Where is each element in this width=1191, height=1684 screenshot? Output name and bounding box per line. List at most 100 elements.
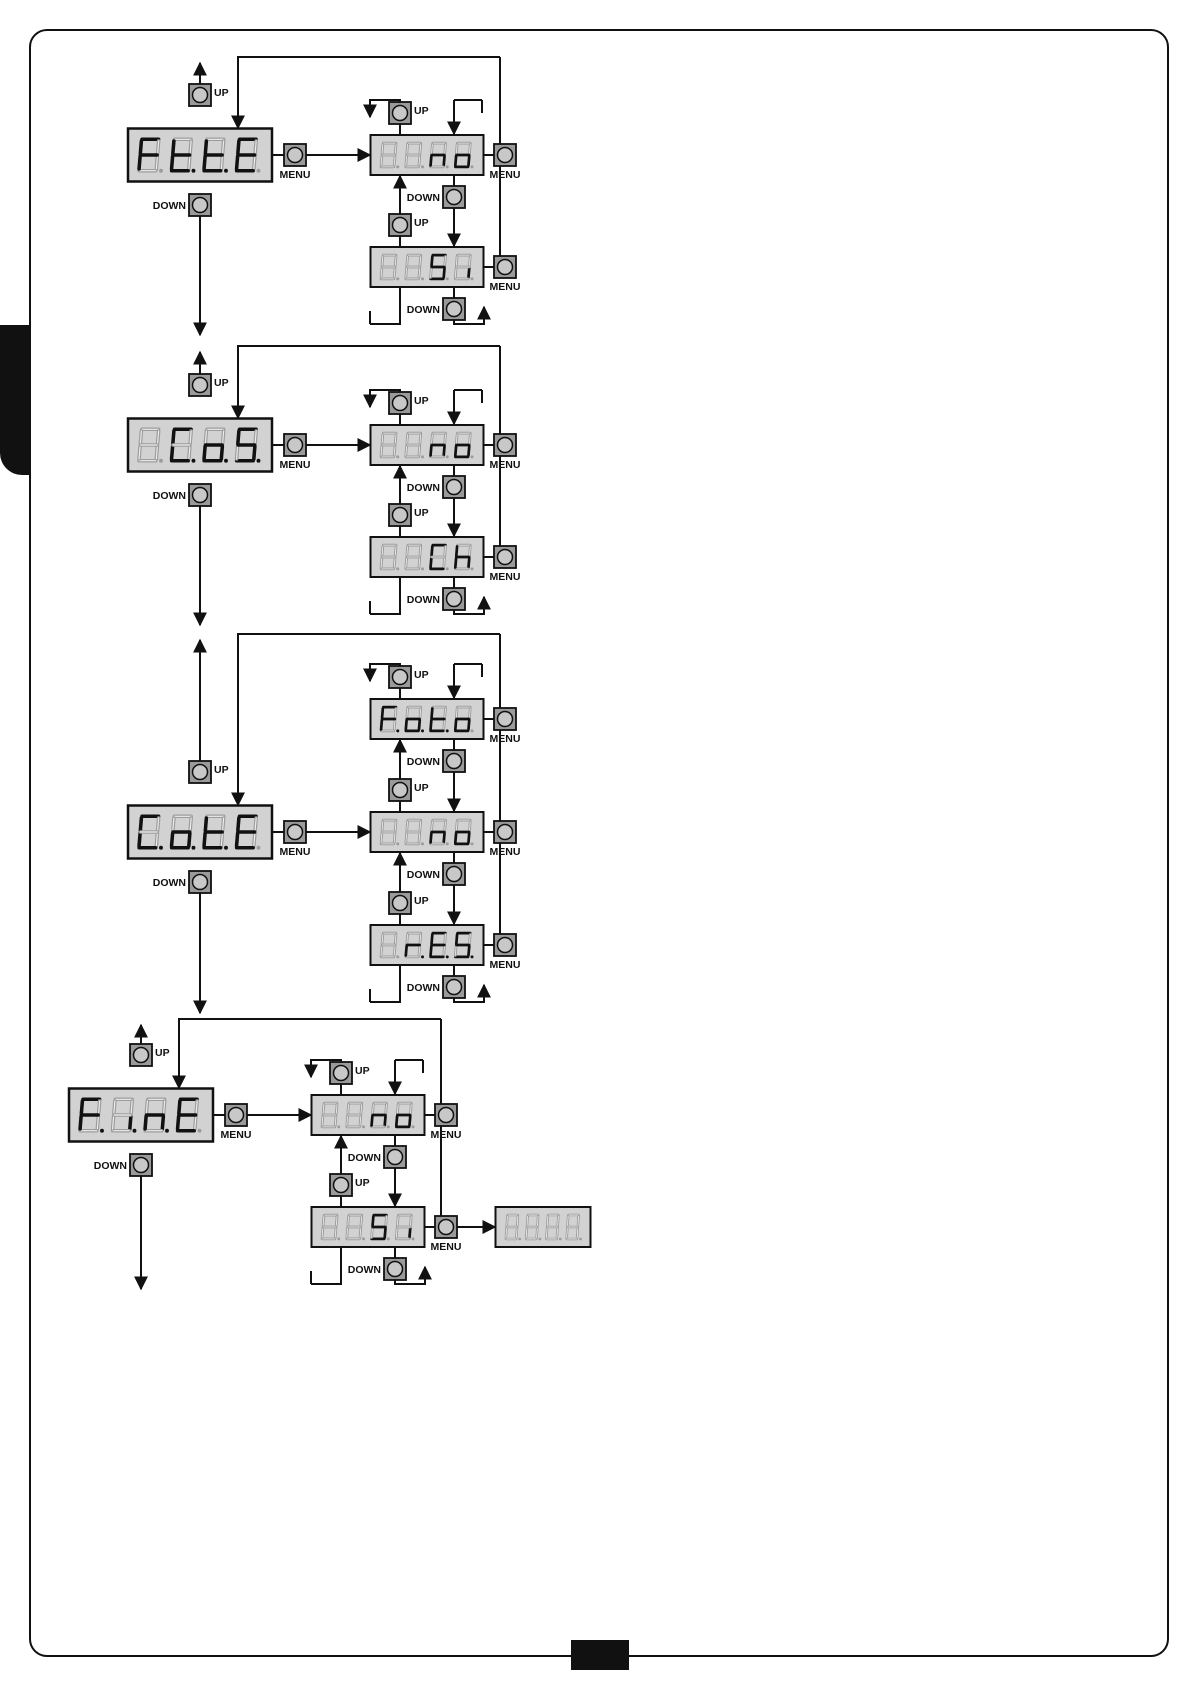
- button-face[interactable]: [193, 488, 208, 503]
- sec2-option-menu-button-2[interactable]: MENU: [490, 934, 521, 971]
- button-face[interactable]: [498, 825, 513, 840]
- lit-segment: [432, 546, 433, 555]
- sec0-option-menu-button-1[interactable]: MENU: [490, 256, 521, 293]
- button-face[interactable]: [447, 190, 462, 205]
- sec2-option-menu-button-1[interactable]: MENU: [490, 821, 521, 858]
- lit-segment: [221, 446, 222, 459]
- button-face[interactable]: [447, 980, 462, 995]
- sec0-option-menu-button-0[interactable]: MENU: [490, 144, 521, 181]
- sec3-option-menu-button-1[interactable]: MENU: [431, 1216, 462, 1253]
- sec3-option-menu-button-1-label: MENU: [431, 1241, 462, 1253]
- button-face[interactable]: [393, 896, 408, 911]
- button-face[interactable]: [393, 508, 408, 523]
- sec1-main-up-button[interactable]: UP: [189, 374, 229, 396]
- button-face[interactable]: [393, 396, 408, 411]
- button-face[interactable]: [393, 783, 408, 798]
- sec3-main-up-button[interactable]: UP: [130, 1044, 170, 1066]
- button-face[interactable]: [334, 1066, 349, 1081]
- button-face[interactable]: [498, 712, 513, 727]
- button-face[interactable]: [288, 825, 303, 840]
- button-face[interactable]: [498, 260, 513, 275]
- sec2-option-down-button-1-label: DOWN: [407, 869, 440, 881]
- sec3-option-up-button-0[interactable]: UP: [330, 1174, 370, 1196]
- button-face[interactable]: [439, 1108, 454, 1123]
- button-face[interactable]: [447, 754, 462, 769]
- sec1-main-menu-button[interactable]: MENU: [280, 434, 311, 471]
- button-face[interactable]: [439, 1220, 454, 1235]
- button-face[interactable]: [334, 1178, 349, 1193]
- sec2-option-up-button-0[interactable]: UP: [389, 779, 429, 801]
- lit-segment: [172, 446, 173, 459]
- button-face[interactable]: [393, 106, 408, 121]
- sec0-main-up-button[interactable]: UP: [189, 84, 229, 106]
- button-face[interactable]: [388, 1262, 403, 1277]
- button-face[interactable]: [288, 438, 303, 453]
- decimal-point: [471, 842, 474, 845]
- sec3-main-menu-button[interactable]: MENU: [221, 1104, 252, 1141]
- lit-segment: [238, 141, 239, 154]
- sec2-main-down-button[interactable]: DOWN: [153, 871, 211, 893]
- button-face[interactable]: [193, 88, 208, 103]
- sec0-main-menu-button[interactable]: MENU: [280, 144, 311, 181]
- sec3-option-down-button-0[interactable]: DOWN: [348, 1146, 406, 1168]
- decimal-point: [192, 459, 196, 463]
- lit-segment: [432, 256, 433, 265]
- button-face[interactable]: [134, 1158, 149, 1173]
- sec2-option-menu-button-0[interactable]: MENU: [490, 708, 521, 745]
- sec3-option-bottom-down-button[interactable]: DOWN: [348, 1258, 406, 1280]
- lit-segment: [431, 946, 432, 955]
- decimal-point: [471, 955, 474, 958]
- sec0-option-bottom-down-button[interactable]: DOWN: [407, 298, 465, 320]
- button-face[interactable]: [447, 867, 462, 882]
- sec1-option-menu-button-0[interactable]: MENU: [490, 434, 521, 471]
- sec2-main-up-button[interactable]: UP: [189, 761, 229, 783]
- button-face[interactable]: [393, 670, 408, 685]
- sec1-option-menu-button-1[interactable]: MENU: [490, 546, 521, 583]
- button-face[interactable]: [498, 938, 513, 953]
- sec0-option-up-button-0[interactable]: UP: [389, 214, 429, 236]
- lit-segment: [455, 558, 456, 567]
- sec1-option-top-up-button[interactable]: UP: [389, 392, 429, 414]
- sec2-option-bottom-down-button[interactable]: DOWN: [407, 976, 465, 998]
- button-face[interactable]: [229, 1108, 244, 1123]
- button-face[interactable]: [388, 1150, 403, 1165]
- sec2-option-down-button-0[interactable]: DOWN: [407, 750, 465, 772]
- sec2-main-menu-button[interactable]: MENU: [280, 821, 311, 858]
- sec1-option-bottom-down-button[interactable]: DOWN: [407, 588, 465, 610]
- button-face[interactable]: [134, 1048, 149, 1063]
- lit-segment: [444, 156, 445, 165]
- sec1-option-up-button-0[interactable]: UP: [389, 504, 429, 526]
- decimal-point: [224, 459, 228, 463]
- decimal-point: [396, 729, 399, 732]
- button-face[interactable]: [288, 148, 303, 163]
- button-face[interactable]: [498, 550, 513, 565]
- button-face[interactable]: [193, 378, 208, 393]
- sec2-option-up-button-1[interactable]: UP: [389, 892, 429, 914]
- button-face[interactable]: [193, 765, 208, 780]
- sec0-main-down-button[interactable]: DOWN: [153, 194, 211, 216]
- sec1-main-down-button[interactable]: DOWN: [153, 484, 211, 506]
- sec2-option-down-button-1[interactable]: DOWN: [407, 863, 465, 885]
- sec1-option-down-button-0[interactable]: DOWN: [407, 476, 465, 498]
- sec3-option-menu-button-0[interactable]: MENU: [431, 1104, 462, 1141]
- sec0-option-down-button-0[interactable]: DOWN: [407, 186, 465, 208]
- button-face[interactable]: [393, 218, 408, 233]
- decimal-point: [412, 1237, 415, 1240]
- sec3-option-top-up-button[interactable]: UP: [330, 1062, 370, 1084]
- decimal-point: [539, 1238, 542, 1241]
- button-face[interactable]: [447, 592, 462, 607]
- button-face[interactable]: [193, 198, 208, 213]
- button-face[interactable]: [447, 302, 462, 317]
- button-face[interactable]: [447, 480, 462, 495]
- decimal-point: [471, 165, 474, 168]
- button-face[interactable]: [498, 438, 513, 453]
- lit-segment: [396, 1116, 397, 1125]
- sec3-main-down-button[interactable]: DOWN: [94, 1154, 152, 1176]
- button-face[interactable]: [193, 875, 208, 890]
- lit-segment: [372, 1116, 373, 1125]
- sec0-option-top-up-button[interactable]: UP: [389, 102, 429, 124]
- sec2-option-top-up-button[interactable]: UP: [389, 666, 429, 688]
- sec0-main-up-button-label: UP: [214, 87, 229, 99]
- button-face[interactable]: [498, 148, 513, 163]
